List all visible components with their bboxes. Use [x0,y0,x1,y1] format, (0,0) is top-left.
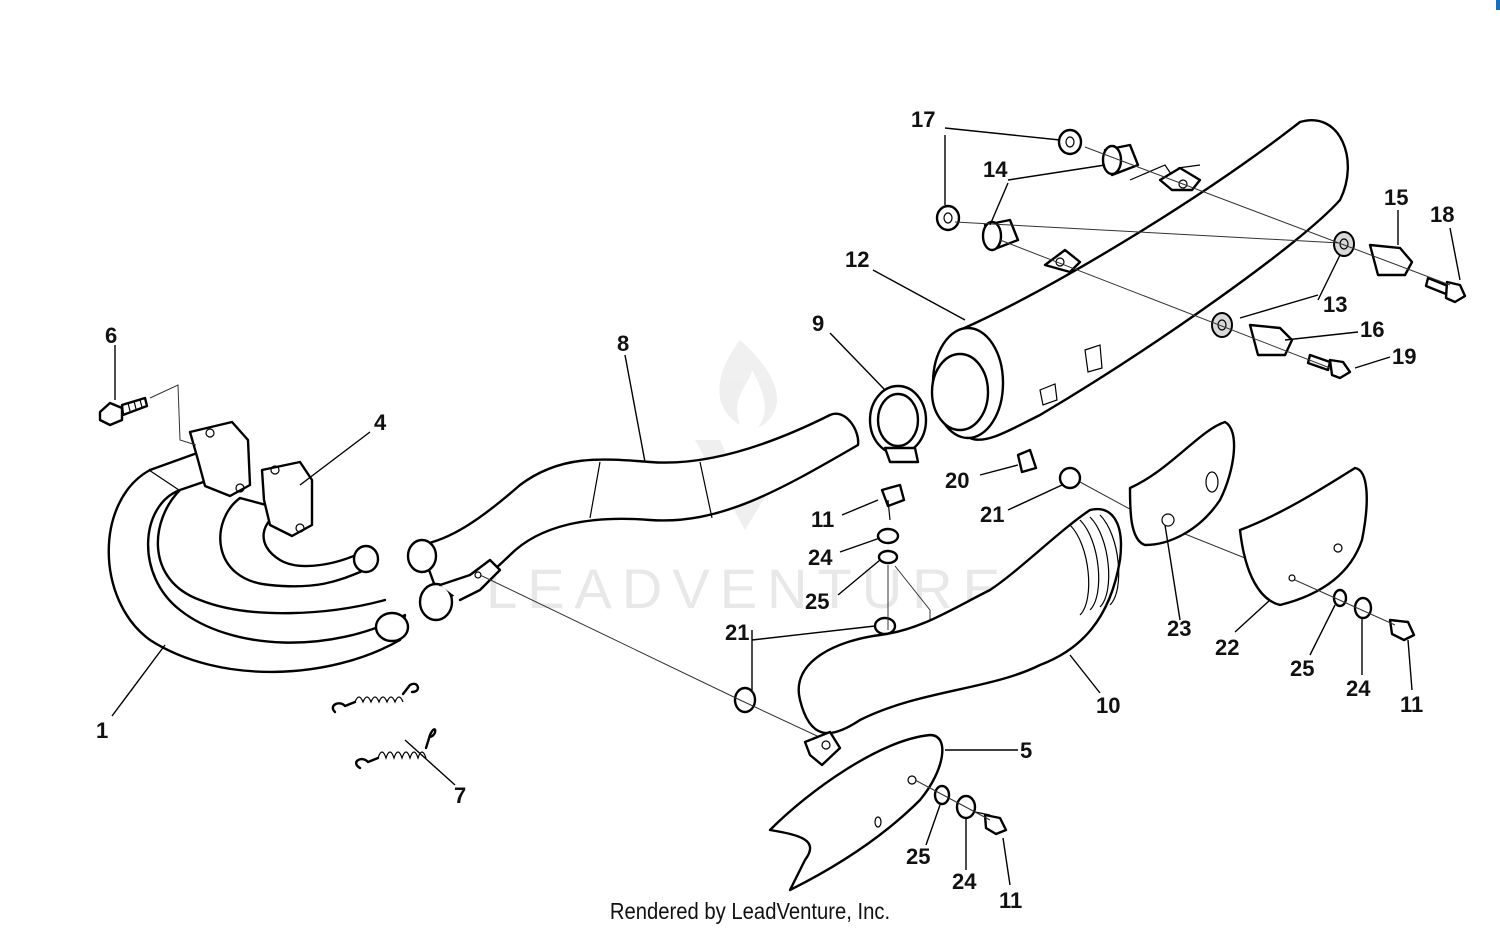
axis-5 [914,779,991,821]
axis-lower [479,574,831,743]
heat-shield-5[interactable] [768,733,944,892]
callout-25-upper: 25 [805,589,829,614]
exhaust-header-pipes[interactable] [107,450,410,674]
heat-shield-23[interactable] [1128,420,1236,547]
muffler[interactable] [930,119,1350,441]
heat-shield-22[interactable] [1238,466,1368,607]
clip-20[interactable] [1016,448,1038,474]
callout-11-upper: 11 [811,507,834,532]
callout-4: 4 [374,410,387,435]
bolt-11-upper[interactable] [876,483,906,565]
exhaust-springs[interactable] [331,682,437,770]
callout-9: 9 [812,311,824,336]
watermark-text: LEADVENTURE [486,557,1010,620]
callout-21-upper: 21 [980,502,1004,527]
callout-21-lower: 21 [725,620,749,645]
header-flange-upper [188,420,252,498]
outlet-pipe[interactable] [797,507,1123,767]
callout-13: 13 [1323,292,1347,317]
callout-23: 23 [1167,616,1191,641]
callout-10: 10 [1096,693,1120,718]
footer-credit: Rendered by LeadVenture, Inc. [609,898,891,924]
callout-11-lower: 11 [999,888,1022,913]
hardware-22[interactable] [1332,588,1416,642]
washer-21[interactable] [733,466,1082,714]
callout-15: 15 [1384,185,1408,210]
callout-14: 14 [983,157,1008,182]
callout-24-right: 24 [1346,676,1371,701]
callout-20: 20 [945,468,969,493]
callout-22: 22 [1215,635,1239,660]
bolt-axis-6 [149,384,197,446]
callout-24-lower: 24 [952,869,977,894]
callout-5: 5 [1020,738,1032,763]
callout-24-upper: 24 [808,545,833,570]
callout-8: 8 [617,331,629,356]
callout-16: 16 [1360,317,1384,342]
callout-6: 6 [105,323,117,348]
callout-19: 19 [1392,344,1416,369]
callout-numbers: 1 4 5 6 7 8 9 10 11 11 11 12 13 14 15 16… [96,107,1454,913]
center-y-pipe[interactable] [406,412,860,622]
callout-17: 17 [911,107,935,132]
header-flange-4 [260,460,314,538]
leader-lines [111,127,1461,886]
callout-18: 18 [1430,202,1454,227]
callout-1: 1 [96,718,108,743]
mount-axis [954,146,1451,369]
callout-25-lower: 25 [906,844,930,869]
callout-25-right: 25 [1290,656,1314,681]
callout-12: 12 [845,247,869,272]
callout-11-right: 11 [1400,692,1423,717]
corner-mark [1496,0,1500,10]
pipe-clamp[interactable] [868,384,928,464]
axis-22 [1294,579,1396,626]
callout-7: 7 [454,783,466,808]
flange-bolt-6[interactable] [98,396,149,427]
